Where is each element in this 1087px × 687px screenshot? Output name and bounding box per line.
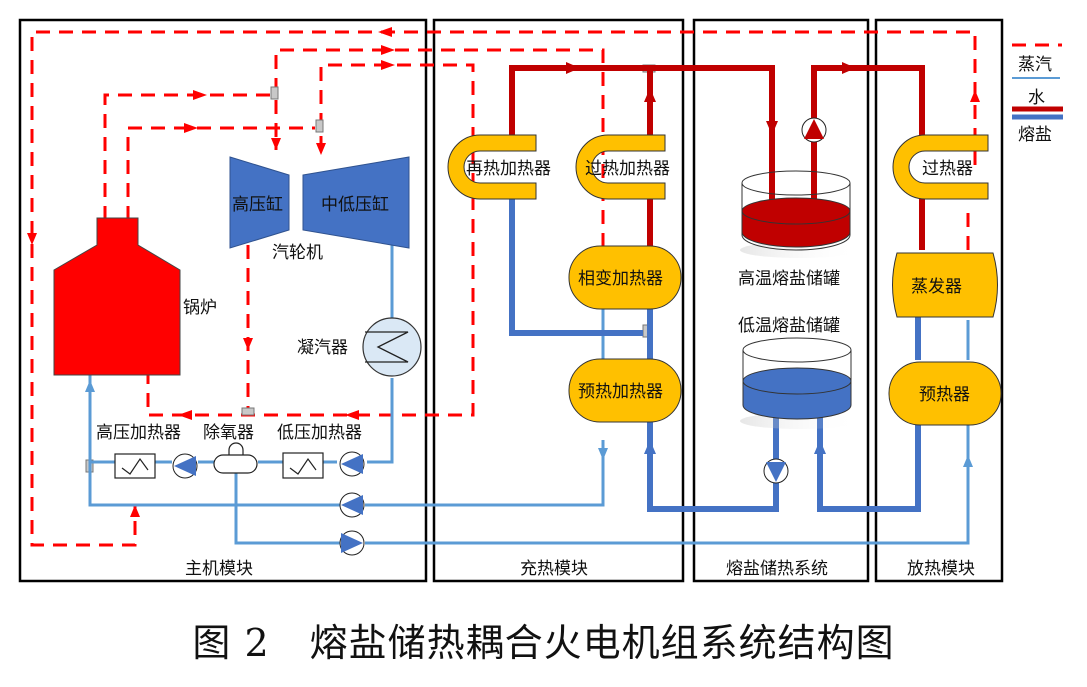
lp-heater-label: 低压加热器	[277, 423, 362, 443]
pump-feed-hp	[172, 453, 198, 479]
figure-number: 图 2	[192, 621, 270, 665]
water-line-return-charge-2	[365, 440, 605, 507]
hp-heater-label: 高压加热器	[96, 423, 181, 443]
steam-line-third	[146, 63, 475, 417]
superheater: 过热器	[892, 134, 989, 200]
condenser	[362, 317, 422, 377]
system-diagram: 锅炉 高压缸 中低压缸 汽轮机 凝汽器 高压加热器 除氧器 低压加热器	[18, 18, 1063, 583]
module-label-discharge: 放热模块	[907, 559, 975, 579]
heat-exchanger-icon	[121, 457, 149, 475]
steam-line-boiler-2	[126, 126, 315, 220]
preheat-heater: 预热加热器	[568, 358, 682, 423]
boiler-shape	[53, 217, 181, 376]
pump-hot-salt	[801, 117, 827, 143]
cold-salt-preheat-in	[647, 415, 779, 512]
cold-tank-label: 低温熔盐储罐	[738, 316, 840, 336]
hot-tank-label: 高温熔盐储罐	[738, 269, 840, 289]
turbine-label: 汽轮机	[272, 243, 323, 263]
hp-heater	[114, 453, 156, 479]
water-line-return-charge	[88, 462, 340, 507]
superheat-heater: 过热加热器	[575, 134, 670, 200]
module-label-main: 主机模块	[185, 559, 253, 579]
legend-salt-label: 熔盐	[1018, 125, 1052, 145]
figure-title: 熔盐储热耦合火电机组系统结构图	[309, 621, 895, 665]
module-frame-storage	[692, 18, 870, 583]
module-frame-charge	[432, 18, 685, 583]
legend-steam-label: 蒸汽	[1018, 55, 1052, 75]
water-line-condenser-down	[367, 378, 394, 464]
water-arrows	[85, 380, 973, 467]
cold-salt-lines	[509, 195, 921, 512]
deaerator-label: 除氧器	[203, 423, 254, 443]
reheat-heater: 再热加热器	[447, 134, 551, 200]
hot-salt-arrows	[566, 62, 856, 135]
module-frame-discharge	[874, 18, 1004, 583]
superheater-label: 过热器	[922, 159, 973, 179]
condenser-coil-icon	[365, 331, 409, 363]
module-label-storage: 熔盐储热系统	[726, 559, 828, 579]
hot-salt-lines	[509, 65, 925, 250]
legend-water-label: 水	[1028, 88, 1045, 108]
cold-salt-arrows	[644, 440, 826, 454]
pump-cold-salt	[763, 458, 789, 484]
module-frame-main	[18, 18, 428, 583]
pump-return	[339, 492, 365, 518]
steam-arrows	[27, 27, 980, 517]
hp-cylinder-label: 高压缸	[232, 194, 283, 215]
ilp-cylinder-label: 中低压缸	[321, 194, 389, 215]
water-line-hp-to-boiler	[88, 375, 115, 464]
module-label-charge: 充热模块	[520, 559, 588, 579]
legend: 蒸汽 水 熔盐	[1012, 43, 1063, 145]
reheat-heater-label: 再热加热器	[466, 159, 551, 179]
phase-change-heater-label: 相变加热器	[578, 269, 663, 289]
cold-salt-reheat-in	[509, 195, 643, 336]
phase-change-heater: 相变加热器	[568, 245, 682, 310]
preheater-label: 预热器	[919, 385, 970, 405]
lp-heater	[282, 452, 324, 479]
boiler-label: 锅炉	[183, 298, 217, 318]
pump-discharge-feed	[339, 530, 365, 556]
water-line-deaerator-out	[234, 470, 340, 545]
figure-caption: 图 2 熔盐储热耦合火电机组系统结构图	[0, 612, 1087, 667]
cold-salt-tank-to-discharge	[817, 415, 921, 512]
pump-condensate	[339, 451, 365, 477]
superheat-heater-label: 过热加热器	[585, 159, 670, 179]
hp-cylinder	[229, 156, 290, 249]
evaporator: 蒸发器	[892, 252, 998, 318]
cold-tank: 低温熔盐储罐	[738, 316, 860, 429]
hot-salt-reheat-out	[509, 65, 775, 210]
evaporator-label: 蒸发器	[911, 277, 962, 297]
steam-line-boiler-1	[103, 93, 270, 220]
preheat-heater-label: 预热加热器	[578, 382, 663, 402]
preheater: 预热器	[888, 361, 1002, 426]
water-line-discharge	[365, 400, 970, 545]
ilp-cylinder	[302, 156, 410, 249]
deaerator	[213, 442, 258, 474]
condenser-label: 凝汽器	[297, 338, 348, 358]
heat-exchanger-icon	[289, 457, 317, 475]
hot-tank: 高温熔盐储罐	[738, 170, 860, 289]
